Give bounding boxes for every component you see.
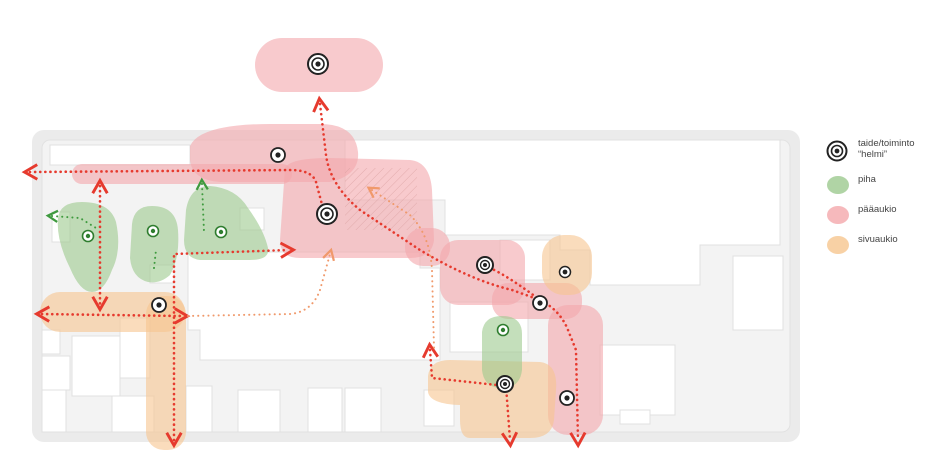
courtyard-2 [130, 206, 179, 283]
pearl-west [151, 297, 167, 313]
legend-label-pearl: taide/toiminto “helmi” [858, 138, 915, 160]
courtyard-marker-1 [81, 229, 95, 243]
legend-label-main-square: pääaukio [858, 204, 897, 215]
building-s-1 [185, 385, 213, 433]
building-s-2 [237, 389, 281, 433]
pearl-side-east [558, 265, 572, 279]
building-east-2 [599, 344, 676, 416]
route-orange-south [187, 247, 335, 317]
pearl-small-upper [270, 147, 286, 163]
pearl-top [307, 53, 329, 75]
legend-label-side-square: sivuaukio [858, 234, 898, 245]
pearl-east [476, 256, 494, 274]
building-center [187, 251, 441, 361]
courtyard-3 [184, 186, 269, 260]
legend: taide/toiminto “helmi” piha pääaukio siv… [826, 138, 944, 262]
concentric-target-icon [826, 140, 848, 162]
route-cross-west [33, 305, 191, 325]
courtyard-marker-3 [214, 225, 228, 239]
building-east-1 [732, 255, 784, 331]
route-green-north [195, 177, 209, 233]
pearl-center [316, 203, 338, 225]
legend-item-side-square: sivuaukio [826, 232, 944, 262]
route-orange-diagonal [366, 186, 435, 349]
route-north-spine [312, 95, 587, 449]
side-square-west-column [146, 296, 186, 450]
building-nw [49, 144, 191, 166]
route-west-main [21, 163, 326, 214]
building-sw-2 [41, 355, 71, 391]
side-square-swatch-icon [827, 236, 849, 254]
pearl-east-2 [532, 295, 548, 311]
routes [21, 95, 587, 449]
route-green-mid [153, 249, 157, 269]
main-square-swatch-icon [827, 206, 849, 224]
legend-item-courtyard: piha [826, 172, 944, 202]
courtyard-swatch-icon [827, 176, 849, 194]
pearl-southeast [559, 390, 575, 406]
building-sw-1 [41, 329, 61, 355]
route-west-column-2 [165, 241, 297, 449]
courtyard-marker-2 [146, 224, 160, 238]
route-green-west [45, 209, 97, 229]
route-south-mid [421, 341, 519, 449]
legend-label-courtyard: piha [858, 174, 876, 185]
building-sw-4 [71, 335, 121, 397]
building-sw-3 [41, 389, 67, 433]
main-square-hatch [345, 168, 417, 230]
building-s-4 [344, 387, 382, 433]
side-square-east [542, 235, 592, 295]
legend-item-main-square: pääaukio [826, 202, 944, 232]
courtyard-marker-4 [496, 323, 510, 337]
building-east-3 [619, 409, 651, 425]
building-s-3 [307, 387, 343, 433]
pearls [81, 53, 575, 406]
legend-item-pearl: taide/toiminto “helmi” [826, 138, 944, 172]
main-square-nw-strip [72, 164, 292, 184]
pearl-south [496, 375, 514, 393]
